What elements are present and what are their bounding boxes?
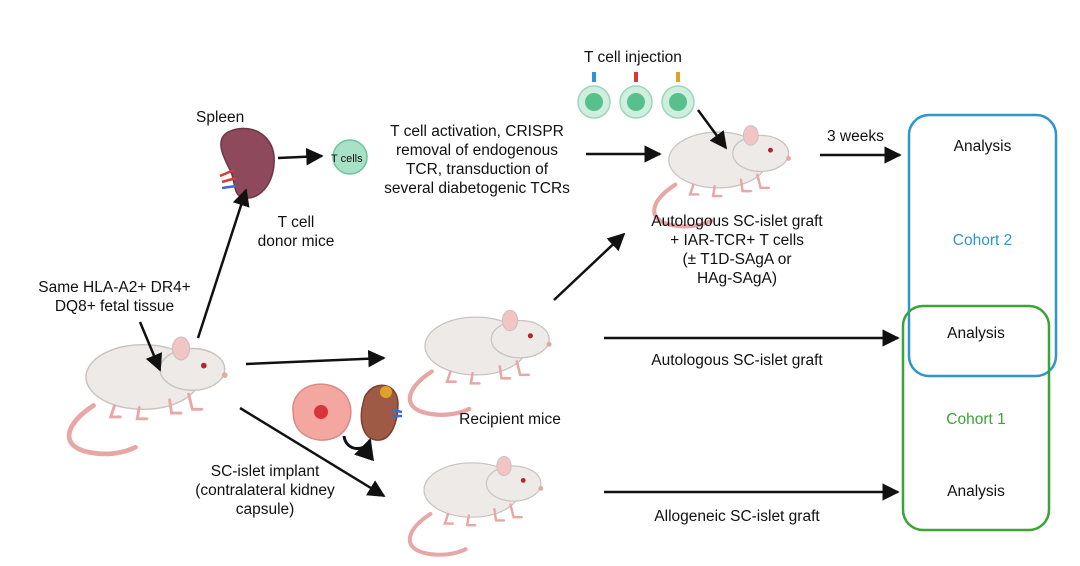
- implant-line-1: SC-islet implant: [210, 463, 320, 480]
- analysis-label-shared: Analysis: [947, 325, 1005, 342]
- mouse-icon: [410, 310, 552, 415]
- t-cell-injection-label: T cell injection: [584, 49, 682, 66]
- process-description: T cell activation, CRISPR removal of end…: [372, 122, 582, 198]
- mouse-icon: [410, 456, 543, 554]
- three-weeks-label: 3 weeks: [827, 128, 884, 145]
- autologous-plus-line-1: Autologous SC-islet graft: [651, 213, 823, 230]
- cohort-1-box: [901, 304, 1051, 532]
- autologous-plus-line-4: HAg-SAgA): [696, 270, 778, 287]
- donor-line-1: T cell: [277, 214, 315, 231]
- autologous-graft-label: Autologous SC-islet graft: [651, 352, 823, 369]
- analysis-label-cohort-1: Analysis: [947, 483, 1005, 500]
- kidney-icon: [360, 384, 403, 441]
- donor-label: T cell donor mice: [246, 213, 346, 251]
- cohort-2-box: [907, 113, 1058, 378]
- t-cell-receptor-icon: [577, 72, 695, 119]
- spleen-label: Spleen: [196, 109, 245, 126]
- spleen-icon: [219, 127, 275, 199]
- autologous-plus-tcell-label: Autologous SC-islet graft + IAR-TCR+ T c…: [637, 212, 837, 288]
- process-line-4: several diabetogenic TCRs: [384, 180, 570, 197]
- allogeneic-graft-label: Allogeneic SC-islet graft: [654, 508, 820, 525]
- curved-arrow-icon: [342, 435, 374, 462]
- autologous-plus-line-2: + IAR-TCR+ T cells: [670, 232, 804, 249]
- tissue-line-2: DQ8+ fetal tissue: [54, 298, 175, 315]
- autologous-plus-line-3: (± T1D-SAgA or: [682, 251, 792, 268]
- cohort-2-label: Cohort 2: [952, 232, 1013, 249]
- implant-line-3: capsule): [235, 501, 295, 518]
- implant-label: SC-islet implant (contralateral kidney c…: [185, 462, 345, 519]
- t-cells-label: T cells: [331, 153, 363, 165]
- donor-line-2: donor mice: [257, 233, 335, 250]
- analysis-label-cohort-2: Analysis: [953, 138, 1012, 155]
- implant-line-2: (contralateral kidney: [195, 482, 335, 499]
- recipient-mice-label: Recipient mice: [459, 411, 561, 428]
- mouse-icon: [69, 337, 227, 454]
- t-cell-icon: [332, 139, 368, 175]
- process-line-1: T cell activation, CRISPR: [390, 123, 564, 140]
- cohort-1-label: Cohort 1: [946, 411, 1006, 428]
- process-line-3: TCR, transduction of: [405, 161, 549, 178]
- tissue-label: Same HLA-A2+ DR4+ DQ8+ fetal tissue: [12, 278, 217, 316]
- islet-cell-icon: [292, 383, 352, 441]
- flow-arrows: [138, 109, 902, 501]
- tissue-line-1: Same HLA-A2+ DR4+: [38, 279, 191, 296]
- process-line-2: removal of endogenous: [395, 142, 558, 159]
